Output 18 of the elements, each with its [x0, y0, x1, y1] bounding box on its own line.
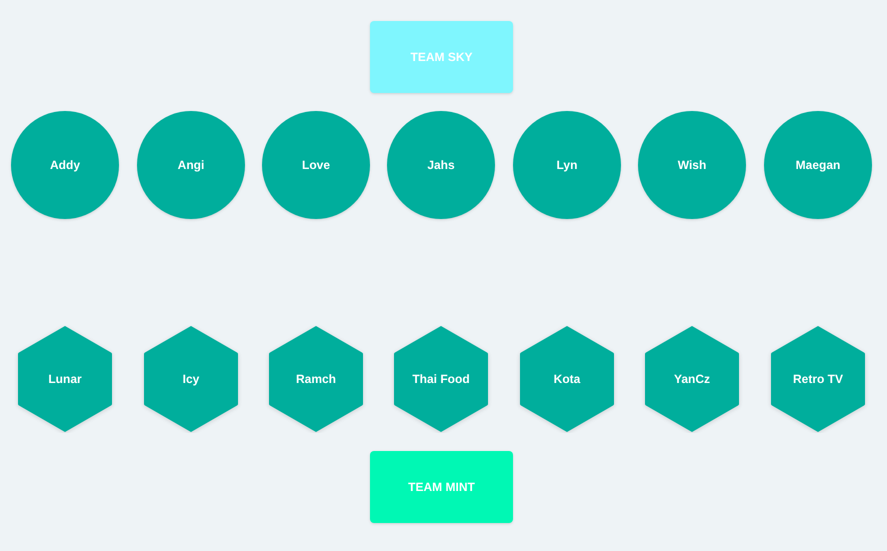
node-label: Love — [302, 158, 330, 172]
node-label: Maegan — [796, 158, 840, 172]
node-label: Icy — [182, 372, 200, 386]
node-label: Lyn — [556, 158, 578, 172]
node-label: Jahs — [427, 158, 455, 172]
node-label: Lunar — [48, 372, 82, 386]
node-label: Retro TV — [792, 372, 843, 386]
node-label: TEAM SKY — [410, 50, 472, 64]
node-label: Angi — [178, 158, 204, 172]
team-box — [370, 451, 513, 523]
node-label: YanCz — [674, 372, 710, 386]
node-label: Wish — [678, 158, 706, 172]
node-label: Kota — [554, 372, 580, 386]
node-label: Thai Food — [412, 372, 470, 386]
team-box — [370, 21, 513, 93]
node-label: TEAM MINT — [408, 480, 475, 494]
node-label: Addy — [50, 158, 80, 172]
node-label: Ramch — [296, 372, 336, 386]
